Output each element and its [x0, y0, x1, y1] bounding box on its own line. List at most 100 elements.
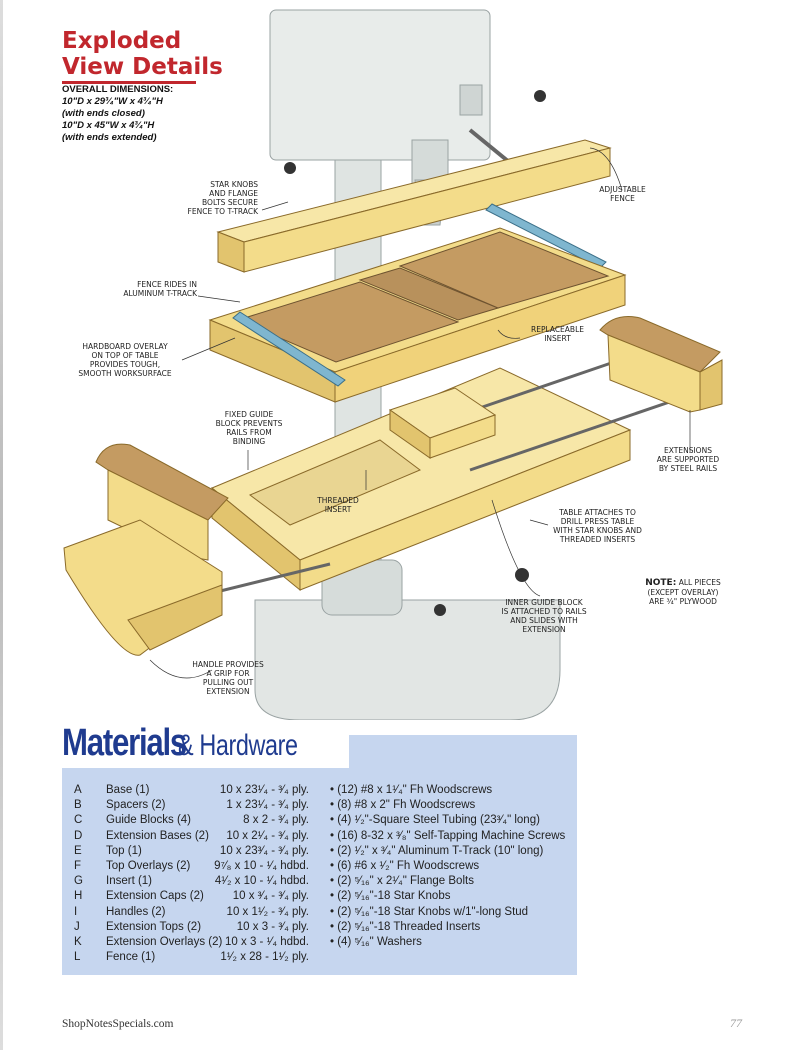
callout-line: on top of table: [91, 351, 159, 360]
callout-line: Extensions: [664, 446, 712, 455]
callout-line: Table attaches to: [559, 508, 636, 517]
hardboard-overlays: [236, 231, 610, 363]
plywood-note: NOTE: All pieces (except overlay) are ³⁄…: [618, 578, 748, 606]
callout-line: smooth worksurface: [78, 369, 172, 378]
dimensions-line-1: 10"D x 29³⁄₄"W x 4³⁄₄"H: [62, 96, 163, 107]
part-name: Extension Caps (2): [106, 890, 204, 903]
part-size: 1 x 23¹⁄₄ - ³⁄₄ ply.: [226, 799, 309, 812]
hardware-item: • (2) ⁵⁄₁₆"-18 Star Knobs w/1"-long Stud: [330, 905, 529, 918]
callout-line: pulling out: [202, 678, 254, 687]
hardware-item: • (16) 8-32 x ³⁄₈" Self-Tapping Machine …: [330, 829, 566, 842]
callout-fence-rides: Fence rides in aluminum T-track: [92, 280, 197, 298]
part-size: 10 x ³⁄₄ - ³⁄₄ ply.: [232, 890, 309, 903]
inner-guide-block: [388, 387, 497, 459]
part-letter: G: [74, 875, 83, 888]
callout-leaders: [149, 147, 691, 679]
callout-line: is attached to rails: [501, 607, 587, 616]
callout-line: are supported: [656, 455, 720, 464]
left-extension: [63, 443, 229, 656]
callout-line: fence to T-track: [187, 207, 258, 216]
callout-line: Adjustable: [599, 185, 646, 194]
part-letter: I: [74, 905, 78, 918]
part-name: Top Overlays (2): [106, 859, 191, 872]
part-name: Handles (2): [106, 905, 166, 918]
footer-site: ShopNotesSpecials.com: [62, 1018, 174, 1030]
callout-line: drill press table: [560, 517, 635, 526]
note-line-3: are ³⁄₄" plywood: [649, 597, 717, 606]
part-size: 4¹⁄₂ x 10 - ¹⁄₄ hdbd.: [214, 875, 309, 888]
title-underline: [62, 81, 196, 84]
dimensions-line-3: 10"D x 45"W x 4³⁄₄"H: [62, 120, 155, 131]
materials-heading-bold: Materials: [62, 722, 187, 764]
materials-heading-rest: & Hardware: [177, 729, 298, 762]
callout-line: by steel rails: [658, 464, 718, 473]
part-name: Top (1): [106, 844, 142, 857]
part-name: Base (1): [106, 784, 150, 796]
hardware-item: • (2) ⁵⁄₁₆"-18 Threaded Inserts: [330, 920, 481, 933]
callout-line: threaded inserts: [559, 535, 636, 544]
callout-line: a grip for: [206, 669, 250, 678]
callout-adjustable-fence: Adjustable fence: [585, 185, 660, 203]
star-knobs: [284, 90, 546, 616]
page-number: 77: [730, 1016, 742, 1030]
part-letter: B: [74, 799, 82, 812]
part-size: 10 x 2¹⁄₄ - ³⁄₄ ply.: [226, 829, 309, 842]
callout-line: provides tough,: [89, 360, 161, 369]
hardware-item: • (4) ¹⁄₂"-Square Steel Tubing (23³⁄₄" l…: [330, 814, 540, 827]
callout-table-attaches: Table attaches to drill press table with…: [540, 508, 655, 544]
materials-heading: Materials & Hardware: [60, 722, 350, 768]
left-t-track: [232, 311, 346, 387]
callout-line: Hardboard overlay: [82, 342, 168, 351]
part-letter: H: [74, 890, 83, 903]
part-size: 10 x 23¹⁄₄ - ³⁄₄ ply.: [219, 784, 309, 796]
part-letter: D: [74, 829, 83, 842]
callout-line: Inner guide block: [505, 598, 583, 607]
part-name: Extension Tops (2): [106, 920, 202, 933]
part-letter: K: [74, 935, 82, 948]
callout-line: rails from: [226, 428, 272, 437]
callout-line: Threaded: [317, 496, 359, 505]
part-size: 1¹⁄₂ x 28 - 1¹⁄₂ ply.: [220, 951, 309, 964]
callout-threaded-insert: Threaded insert: [308, 496, 368, 514]
part-size: 10 x 23³⁄₄ - ³⁄₄ ply.: [219, 844, 309, 857]
part-name: Insert (1): [106, 875, 153, 888]
note-line-2: (except overlay): [647, 588, 719, 597]
part-letter: F: [74, 859, 82, 872]
callout-line: Handle provides: [192, 660, 264, 669]
materials-box: [62, 735, 577, 975]
callout-handle: Handle provides a grip for pulling out e…: [180, 660, 276, 696]
part-name: Extension Bases (2): [106, 829, 209, 842]
part-name: Extension Overlays (2): [106, 935, 223, 948]
dimensions-heading: Overall Dimensions:: [62, 84, 174, 95]
callout-fixed-guide-block: Fixed guide block prevents rails from bi…: [210, 410, 288, 446]
callout-line: insert: [544, 334, 571, 343]
callout-line: extension: [206, 687, 250, 696]
callout-line: Replaceable: [531, 325, 584, 334]
callout-line: fence: [610, 194, 635, 203]
dimensions-line-4: (with ends extended): [62, 132, 157, 143]
callout-line: block prevents: [215, 419, 283, 428]
callout-replaceable-insert: Replaceable insert: [520, 325, 595, 343]
callout-line: Fixed guide: [224, 410, 274, 419]
hardware-item: • (2) ⁵⁄₁₆" x 2¹⁄₄" Flange Bolts: [330, 875, 474, 888]
adjustable-fence: [216, 139, 612, 273]
hardware-item: • (12) #8 x 1¹⁄₄" Fh Woodscrews: [330, 784, 493, 796]
callout-line: and slides with: [510, 616, 578, 625]
right-extension: [599, 316, 723, 413]
note-line-1: All pieces: [678, 578, 721, 587]
callout-star-knobs: Star knobs and flange bolts secure fence…: [168, 180, 258, 216]
part-size: 8 x 2 - ³⁄₄ ply.: [243, 814, 309, 827]
part-name: Spacers (2): [106, 799, 166, 812]
callout-line: binding: [232, 437, 266, 446]
hardware-item: • (8) #8 x 2" Fh Woodscrews: [330, 799, 476, 812]
title-line-2: View Details: [62, 54, 223, 80]
part-size: 9⁷⁄₈ x 10 - ¹⁄₄ hdbd.: [214, 859, 309, 872]
dimensions-line-2: (with ends closed): [62, 108, 145, 119]
callout-line: Fence rides in: [137, 280, 197, 289]
part-size: 10 x 3 - ³⁄₄ ply.: [236, 920, 309, 933]
callout-line: aluminum T-track: [123, 289, 197, 298]
callout-inner-guide-block: Inner guide block is attached to rails a…: [488, 598, 600, 634]
part-letter: A: [74, 784, 82, 796]
part-size: 10 x 1¹⁄₂ - ³⁄₄ ply.: [226, 905, 309, 918]
exploded-view-title: Exploded View Details: [62, 28, 223, 84]
